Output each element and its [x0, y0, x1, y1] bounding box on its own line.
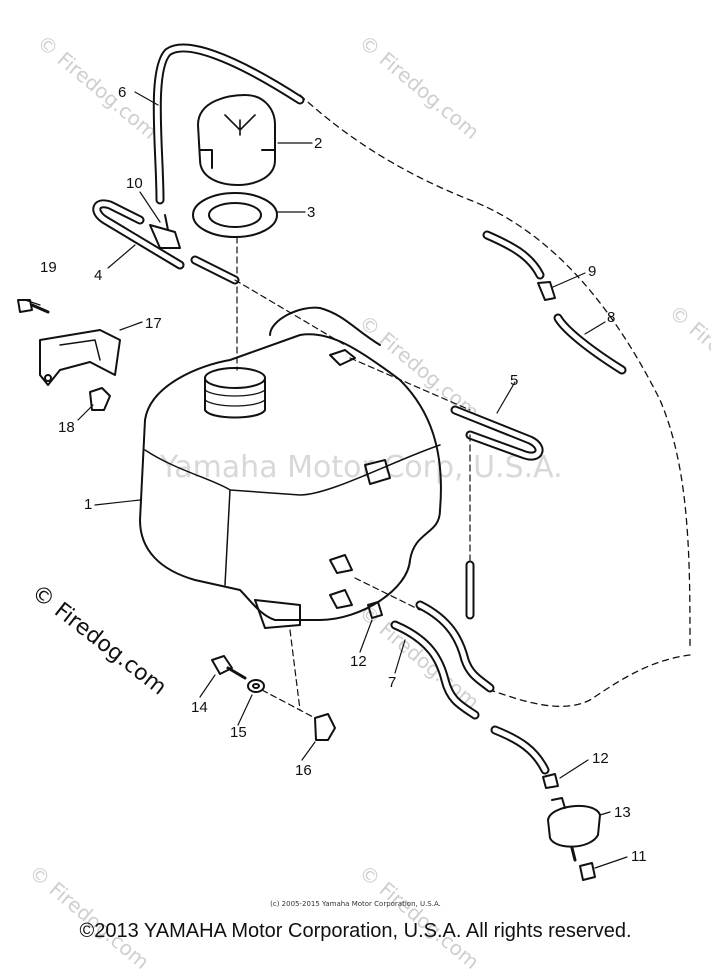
- cap-emblem: [224, 114, 256, 136]
- gasket-outer: [192, 192, 278, 238]
- tank-label-plate: [364, 459, 391, 485]
- callout-16: 16: [295, 762, 312, 779]
- hose-filter: [490, 725, 550, 775]
- tank-mount-tab: [254, 599, 301, 629]
- clamp-11: [579, 862, 596, 881]
- callout-8: 8: [607, 309, 616, 326]
- tank-cap-ribs: [199, 149, 276, 169]
- filter-13: [547, 797, 601, 848]
- callout-18: 18: [58, 419, 75, 436]
- callout-14: 14: [191, 699, 208, 716]
- gasket-inner: [208, 202, 262, 228]
- footer-copyright: ©2013 YAMAHA Motor Corporation, U.S.A. A…: [79, 920, 632, 942]
- callout-19: 19: [40, 259, 57, 276]
- callout-9: 9: [588, 263, 597, 280]
- callout-2: 2: [314, 135, 323, 152]
- callout-1: 1: [84, 496, 93, 513]
- tank-seam: [144, 444, 441, 496]
- hose-7: [390, 620, 480, 720]
- clamp-12: [367, 601, 383, 619]
- tank-nozzle: [329, 349, 356, 366]
- bracket-17: [39, 329, 121, 386]
- callout-12-upper: 12: [350, 653, 367, 670]
- hose-route-leader: [299, 94, 691, 651]
- callout-11: 11: [631, 848, 647, 865]
- tank-upper-lip: [269, 306, 381, 346]
- callout-13: 13: [614, 804, 631, 821]
- clamp-12b: [542, 773, 559, 789]
- bolt-14: [211, 655, 233, 675]
- diagram-drawing: [17, 43, 691, 881]
- collar-16: [314, 713, 336, 741]
- nut-18: [89, 387, 111, 411]
- small-copyright: (c) 2005-2015 Yamaha Motor Corporation, …: [270, 900, 441, 908]
- tank-neck-top: [204, 367, 266, 389]
- watermark-center: Yamaha Motor Corp, U.S.A.: [160, 450, 563, 485]
- callout-4: 4: [94, 267, 103, 284]
- fitting-9: [537, 281, 556, 301]
- tank-nozzle: [329, 589, 353, 609]
- tank-body: [139, 333, 442, 621]
- callout-12-lower: 12: [592, 750, 609, 767]
- callout-3: 3: [307, 204, 316, 221]
- callout-15: 15: [230, 724, 247, 741]
- tank-cap: [197, 94, 276, 186]
- washer-15: [247, 679, 265, 693]
- hose-6: [152, 43, 305, 205]
- parts-diagram: © Firedog.com © Firedog.com © Firedog.co…: [17, 30, 711, 974]
- tank-neck: [204, 377, 266, 419]
- callout-10: 10: [126, 175, 143, 192]
- callout-5: 5: [510, 372, 519, 389]
- callout-17: 17: [145, 315, 162, 332]
- hose-6-inner: [154, 45, 303, 203]
- hose-route-leader: [489, 654, 691, 707]
- callout-6: 6: [118, 84, 127, 101]
- fitting-10: [149, 224, 181, 249]
- callout-7: 7: [388, 674, 397, 691]
- tank-nozzle: [329, 554, 353, 574]
